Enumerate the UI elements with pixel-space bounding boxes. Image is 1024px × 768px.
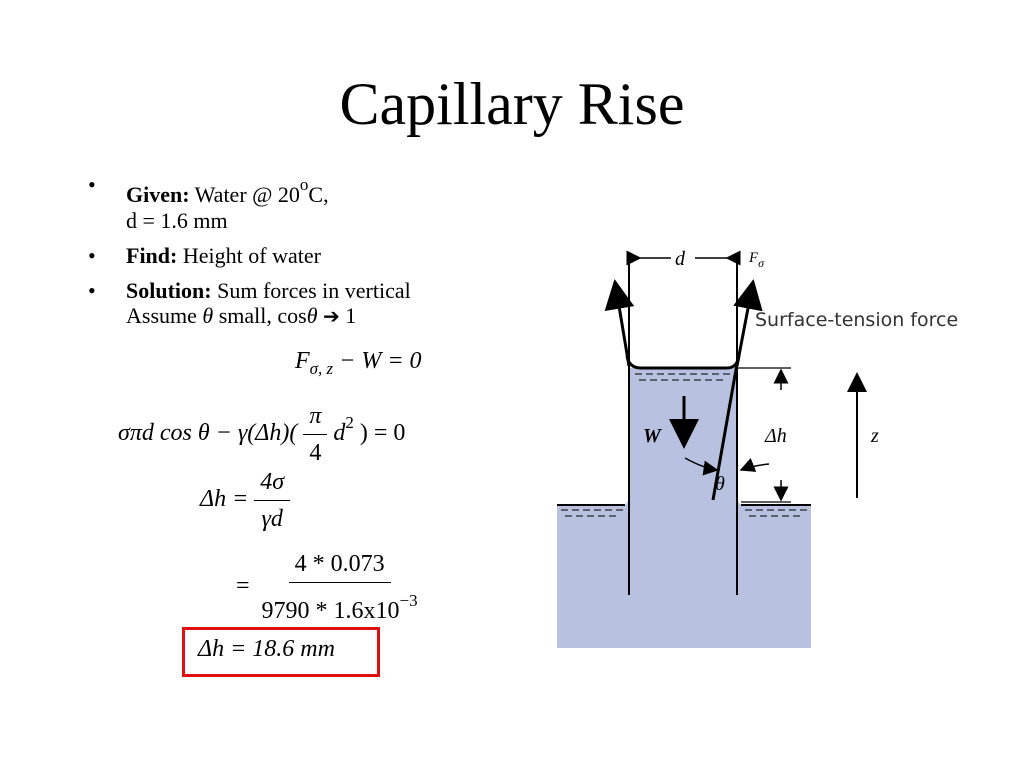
eq2-frac-num: π	[303, 400, 328, 435]
force-left-arrow	[604, 279, 635, 367]
right-arrow-icon: ➔	[323, 304, 340, 328]
eq2-fraction: π 4	[303, 400, 328, 469]
assume-value: 1	[345, 303, 357, 328]
eq4-den: 9790 * 1.6x10	[261, 598, 400, 624]
bullet-dot: •	[88, 172, 96, 197]
bullet-dot: •	[88, 243, 96, 268]
result-text: Δh = 18.6 mm	[198, 636, 335, 662]
capillary-diagram: d Fσ Surface-tension force θ W Δh z	[557, 248, 958, 648]
given-text: Water @ 20	[194, 182, 300, 207]
eq1-f: F	[295, 348, 310, 374]
label-theta: θ	[715, 473, 725, 495]
eq2-frac-den: 4	[309, 440, 322, 466]
eq1-sub: σ, z	[309, 358, 334, 378]
equation-force-balance: Fσ, z − W = 0	[295, 348, 422, 379]
find-text: Height of water	[182, 243, 321, 268]
given-diameter: d = 1.6 mm	[126, 208, 228, 233]
eq3-den: γd	[261, 506, 283, 532]
bullet-given: • Given: Water @ 20oC, d = 1.6 mm	[88, 172, 488, 234]
bullet-dot: •	[88, 278, 96, 303]
assumption-line: Assume θ small, cosθ ➔ 1	[126, 303, 356, 329]
slide-title: Capillary Rise	[339, 71, 685, 137]
equation-expanded: σπd cos θ − γ(Δh)( π 4 d2 ) = 0	[118, 400, 405, 469]
eq2-sup: 2	[345, 413, 354, 433]
eq3-fraction: 4σ γd	[254, 466, 291, 535]
eq3-left: Δh =	[200, 486, 249, 513]
label-z: z	[870, 425, 879, 447]
label-f-sigma: Fσ	[748, 250, 765, 270]
assume-prefix: Assume	[126, 303, 197, 328]
assume-middle: small, cos	[218, 303, 307, 328]
solution-text: Sum forces in vertical	[217, 278, 411, 303]
force-right-arrow	[733, 279, 763, 367]
eq4-den-sup: −3	[399, 591, 418, 610]
given-label: Given:	[126, 182, 190, 207]
theta-symbol: θ	[306, 303, 318, 328]
theta-symbol: θ	[202, 303, 214, 328]
find-label: Find:	[126, 243, 178, 268]
label-w: W	[643, 425, 662, 447]
equation-substitution: = 4 * 0.073 9790 * 1.6x10−3	[236, 548, 424, 627]
label-delta-h: Δh	[764, 425, 787, 447]
eq4-num: 4 * 0.073	[288, 548, 391, 583]
given-text-end: C,	[308, 182, 329, 207]
label-d: d	[675, 248, 686, 270]
eq4-left: =	[236, 573, 250, 600]
bullet-solution: • Solution: Sum forces in vertical	[88, 278, 488, 304]
surface-dash-lines	[561, 373, 807, 517]
equation-height: Δh = 4σ γd	[200, 466, 291, 535]
eq2-right: ) = 0	[359, 420, 406, 447]
eq2-d: d	[333, 420, 346, 447]
eq4-fraction: 4 * 0.073 9790 * 1.6x10−3	[256, 548, 424, 627]
solution-label: Solution:	[126, 278, 212, 303]
given-degree: o	[299, 175, 309, 194]
result-highlight-box	[182, 627, 380, 677]
bullet-find: • Find: Height of water	[88, 243, 488, 269]
eq2-left: σπd cos θ − γ(Δh)(	[118, 420, 298, 447]
eq1-rest: − W = 0	[333, 348, 422, 374]
bullet-list: • Given: Water @ 20oC, d = 1.6 mm • Find…	[88, 172, 488, 313]
eq3-num: 4σ	[254, 466, 291, 501]
equation-result: Δh = 18.6 mm	[198, 636, 335, 663]
label-surface-tension: Surface-tension force	[755, 309, 958, 331]
meniscus	[625, 355, 741, 370]
